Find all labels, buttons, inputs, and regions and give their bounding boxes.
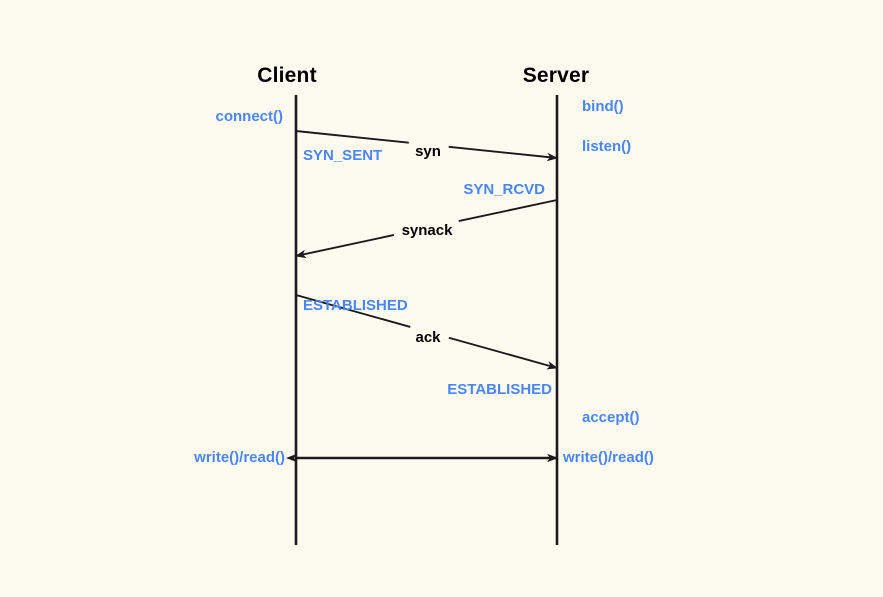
message-label-ack: ack [415, 329, 441, 346]
server-label-syn-rcvd: SYN_RCVD [463, 181, 545, 198]
client-label-connect: connect() [215, 108, 284, 125]
message-label-syn: syn [415, 143, 441, 160]
message-line-synack-b [295, 234, 395, 259]
server-label-bind: bind() [582, 98, 624, 115]
message-line-syn-a [295, 130, 409, 144]
client-label-syn-sent: SYN_SENT [303, 147, 383, 164]
server-label-listen: listen() [582, 138, 632, 155]
server-label-accept: accept() [582, 409, 640, 426]
message-line-synack-a [458, 199, 558, 223]
message-line-ack-b [448, 336, 558, 370]
server-label-established: ESTABLISHED [447, 381, 552, 398]
message-line-syn-b [448, 145, 558, 162]
message-arrows [286, 130, 558, 463]
server-label-write-read: write()/read() [563, 449, 654, 466]
client-label-write-read: write()/read() [194, 449, 285, 466]
client-label-established: ESTABLISHED [303, 297, 408, 314]
lifelines [294, 95, 559, 545]
message-line-ack-a [295, 294, 411, 328]
message-label-synack: synack [401, 222, 453, 239]
client-actor-title: Client [257, 64, 317, 87]
server-actor-title: Server [522, 64, 590, 87]
